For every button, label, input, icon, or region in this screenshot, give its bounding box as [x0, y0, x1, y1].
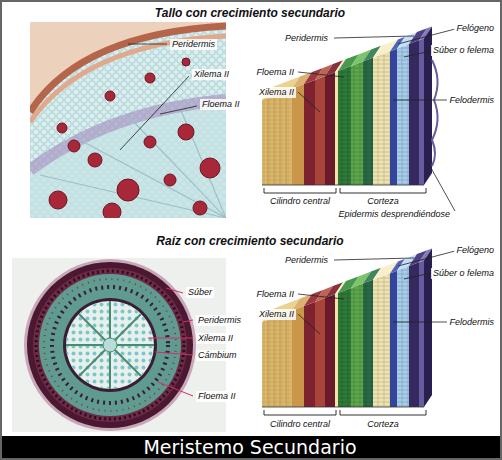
part-label: Cámbium: [196, 350, 239, 361]
stem-micrograph: [30, 22, 226, 218]
caption-text: Meristemo Secundario: [143, 436, 356, 459]
part-label: Felodermis: [447, 95, 496, 106]
part-label: Súber o felema: [431, 268, 496, 279]
part-label: Xilema II: [257, 309, 296, 320]
part-label: Peridermis: [196, 315, 243, 326]
part-label: Peridermis: [283, 33, 330, 44]
part-label: Felodermis: [447, 317, 496, 328]
part-label: Xilema II: [196, 333, 235, 344]
part-label: Floema II: [254, 289, 296, 300]
part-label: Peridermis: [170, 39, 217, 50]
section-heading: Raíz con crecimiento secundario: [156, 234, 343, 249]
part-label: Corteza: [365, 419, 401, 430]
part-label: Epidermis desprendiéndose: [336, 209, 452, 220]
part-label: Felógeno: [454, 23, 496, 34]
part-label: Peridermis: [283, 255, 330, 266]
leader-lines: [120, 29, 455, 334]
root-block-diagram: [262, 248, 432, 407]
brackets: [264, 188, 426, 193]
peeling-epidermis: [432, 60, 438, 166]
part-label: Xilema II: [257, 87, 296, 98]
part-label: Cilindro central: [268, 196, 332, 207]
leader-lines: [148, 288, 193, 396]
part-label: Floema II: [196, 391, 238, 402]
part-label: Súber: [186, 287, 214, 298]
section-heading: Tallo con crecimiento secundario: [155, 6, 345, 21]
part-label: Xilema II: [192, 69, 231, 80]
caption-bar: [2, 436, 500, 458]
part-label: Corteza: [365, 196, 401, 207]
brackets: [264, 410, 426, 415]
part-label: Felógeno: [454, 245, 496, 256]
part-label: Floema II: [254, 67, 296, 78]
part-label: Cilindro central: [268, 419, 332, 430]
stem-block-diagram: [262, 26, 432, 185]
part-label: Floema II: [200, 99, 242, 110]
part-label: Súber o felema: [431, 45, 496, 56]
root-micrograph: [12, 258, 226, 432]
